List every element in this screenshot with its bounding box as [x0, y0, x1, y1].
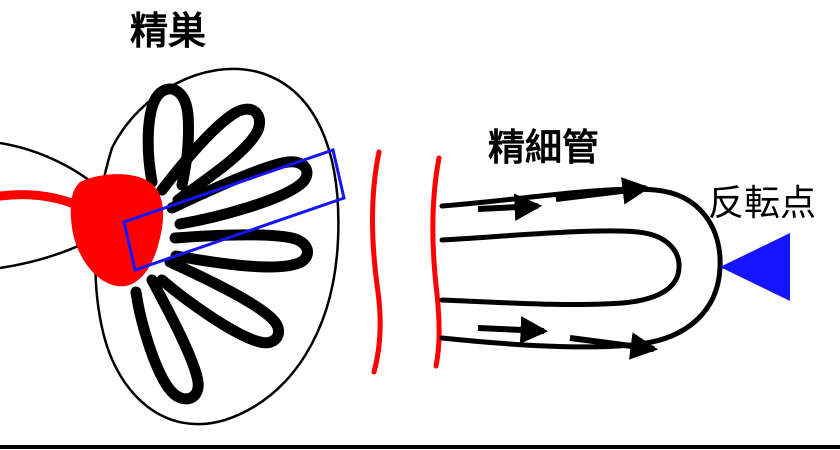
label-seminiferous-tubule: 精細管: [488, 127, 599, 168]
tubule-loop-6: [130, 274, 204, 405]
flow-arrow-top-2: [555, 177, 651, 205]
testis-outline: [94, 67, 340, 426]
testis-figure: [0, 67, 346, 426]
tubule-outer-wall: [439, 186, 723, 350]
tubule-inner-wall: [439, 228, 682, 308]
flow-arrow-top-1: [477, 193, 543, 221]
red-break-line-right: [430, 155, 442, 369]
tubule-loop-5: [156, 256, 285, 349]
tubule-loop-3: [166, 156, 313, 230]
red-break-line-left: [370, 149, 383, 375]
flow-arrow-bottom-2: [569, 332, 659, 360]
rete-testis-red-blob: [70, 174, 164, 287]
efferent-duct-red-line: [0, 190, 93, 215]
reversal-point-triangle: [720, 233, 790, 301]
label-testis: 精巣: [130, 11, 206, 53]
label-reversal-point: 反転点: [708, 182, 816, 223]
flow-arrow-bottom-1: [477, 316, 549, 344]
zoom-highlight-rectangle: [122, 148, 346, 272]
tubule-loop-2: [156, 103, 265, 206]
magnification-break: [370, 149, 442, 375]
enlarged-tubule-figure: [439, 177, 790, 360]
